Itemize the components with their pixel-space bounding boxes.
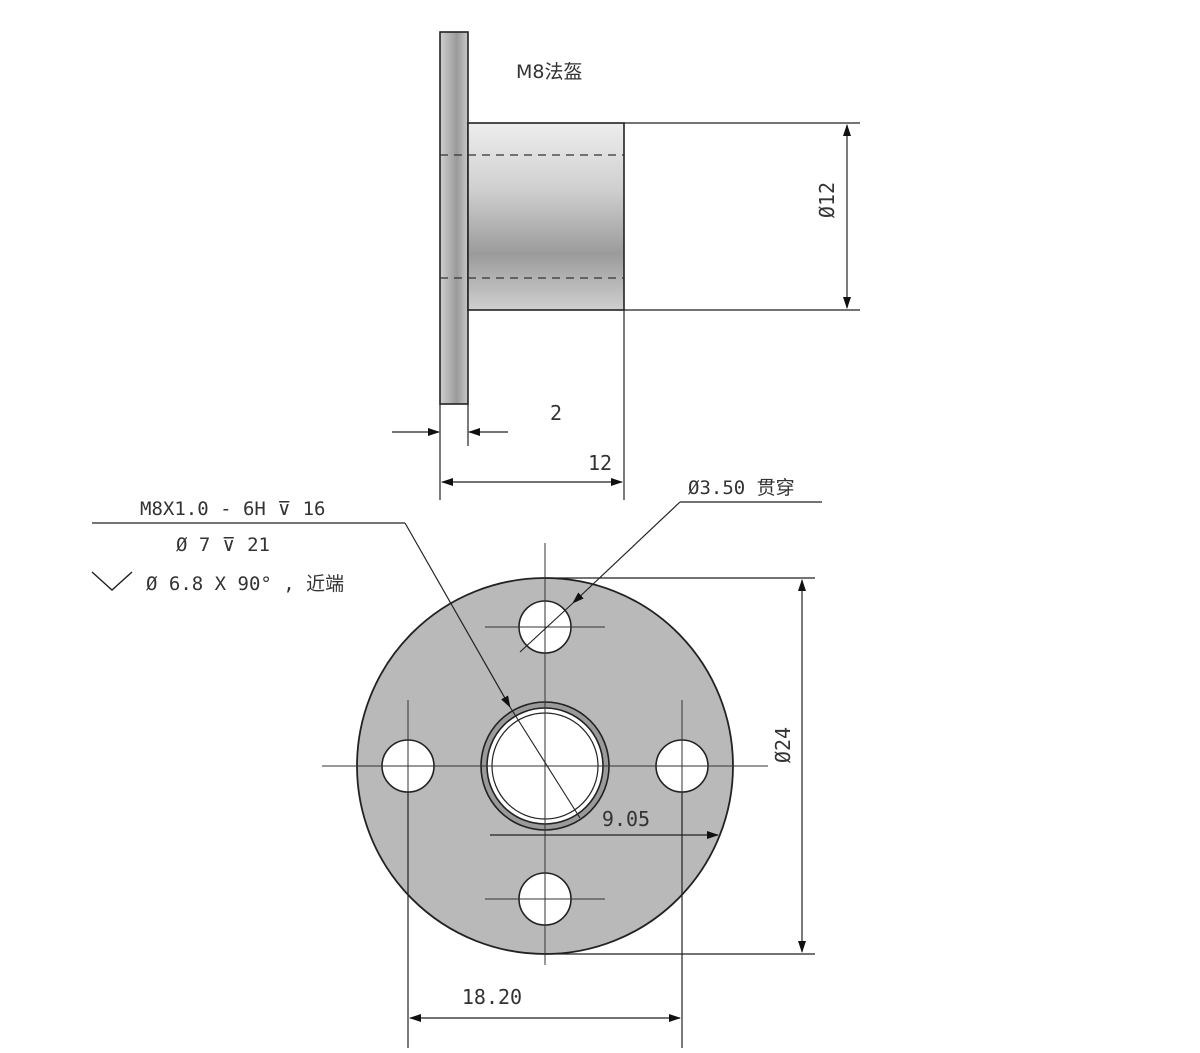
dim-length-text: 12 [588,451,612,475]
boss-side [467,122,625,311]
callout-holes: Ø3.50 贯穿 [688,477,795,499]
hole-leader [572,501,681,604]
callout-thread-line3: Ø 6.8 X 90° , 近端 [146,573,344,595]
dim-diameter12-text: Ø12 [815,182,839,218]
hole-leader-extension [519,602,574,653]
callout-thread-line2: Ø 7 ⊽ 21 [176,534,270,556]
side-view: Ø12 2 12 M8法盔 [392,31,860,500]
dim-offset-text: 9.05 [602,807,650,831]
chamfer-symbol-icon [91,571,133,591]
dim-od-text: Ø24 [771,727,795,763]
dim-spacing-text: 18.20 [462,985,522,1009]
thread-leader-extension [509,706,581,819]
front-view: Ø24 9.05 18.20 M8X1.0 - 6H ⊽ 16 Ø 7 ⊽ 21… [91,477,822,1048]
dim-flange-text: 2 [550,401,562,425]
callout-thread-line1: M8X1.0 - 6H ⊽ 16 [140,498,326,520]
flange-side [439,31,469,405]
thread-leader [404,522,511,708]
part-title: M8法盔 [516,61,582,83]
